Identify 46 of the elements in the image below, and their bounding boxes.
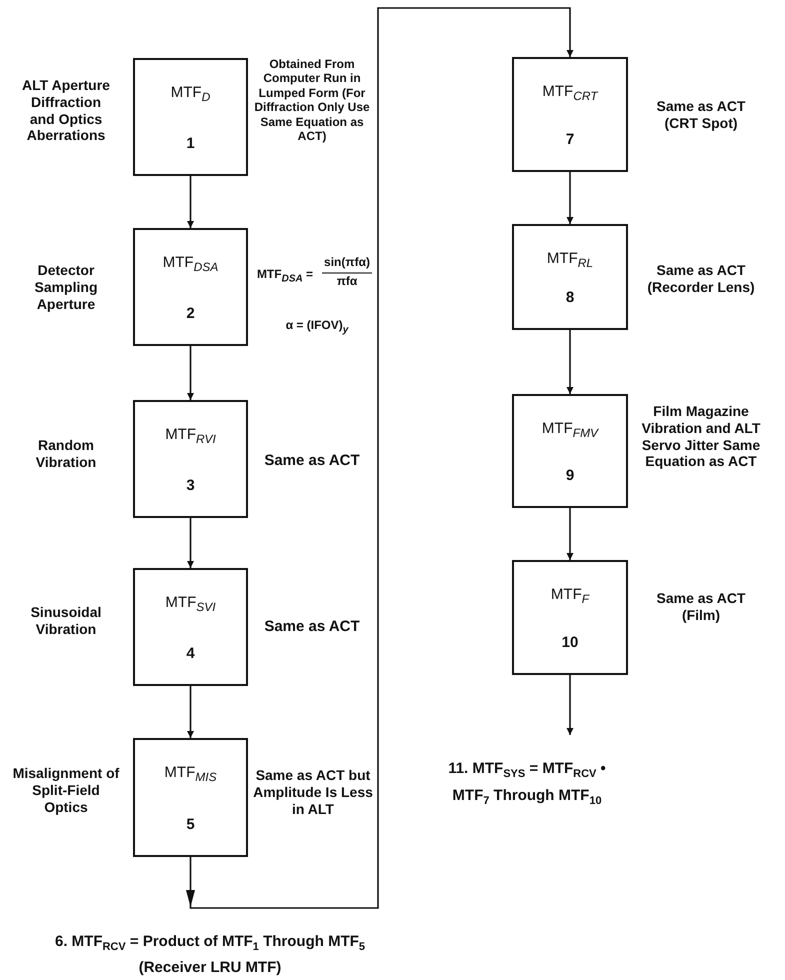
process-box (133, 400, 248, 518)
annotation-text: Same as ACT (CRT Spot) (656, 98, 746, 132)
step-number: 4 (185, 645, 196, 662)
mtf-label: MTF$_{DSA}$ (162, 254, 220, 274)
equation-text: 6. MTF$_{RCV}$ = Product of MTF$_{1}$ Through MTF$_{5}$ (Receiver LRU MTF) (54, 932, 366, 978)
process-box (512, 560, 628, 675)
step-number: 10 (560, 634, 580, 651)
annotation-text: πfα (336, 274, 358, 288)
annotation-text: Film Magazine Vibration and ALT Servo Jitter Same Equation as ACT (641, 403, 761, 470)
annotation-text: sin(πfα) (323, 255, 371, 270)
step-number: 8 (564, 289, 576, 306)
mtf-label: MTF$_{RL}$ (546, 250, 594, 270)
annotation-text: Misalignment of Split-Field Optics (12, 765, 120, 816)
annotation-text: Same as ACT (Film) (656, 590, 746, 624)
annotation-text: α = (IFOV)$_{y}$ (284, 318, 350, 336)
annotation-text: Random Vibration (34, 437, 98, 471)
step-number: 5 (185, 816, 196, 833)
annotation-text: Same as ACT (Recorder Lens) (646, 262, 756, 296)
process-box (512, 57, 628, 172)
annotation-text: Detector Sampling Aperture (33, 262, 98, 312)
process-box (133, 568, 248, 686)
process-box (133, 58, 248, 176)
process-box (133, 228, 248, 346)
equation-text: 11. MTF$_{SYS}$ = MTF$_{RCV}$ • MTF$_{7}$ Through MTF$_{10}$ (432, 735, 622, 805)
mtf-label: MTF$_{CRT}$ (541, 83, 600, 103)
annotation-text: Same as ACT (263, 452, 361, 470)
step-number: 2 (185, 305, 196, 322)
mtf-label: MTF$_{MIS}$ (163, 764, 218, 784)
step-number: 1 (185, 135, 196, 152)
step-number: 3 (185, 477, 196, 494)
mtf-label: MTF$_{F}$ (550, 586, 590, 606)
process-box (512, 224, 628, 330)
annotation-text: Obtained From Computer Run in Lumped Form (For Diffraction Only Use Same Equation as ACT) (253, 57, 371, 144)
annotation-text: Same as ACT (263, 618, 361, 636)
annotation-text: MTF$_{DSA}$ = (256, 267, 314, 286)
mtf-label: MTF$_{FMV}$ (540, 420, 600, 440)
step-number: 7 (564, 131, 576, 148)
mtf-label: MTF$_{SVI}$ (164, 594, 217, 614)
annotation-text: ALT Aperture Diffraction and Optics Aberrations (21, 77, 111, 144)
mtf-label: MTF$_{RVI}$ (164, 426, 217, 446)
mtf-label: MTF$_{D}$ (170, 84, 212, 104)
annotation-text: Sinusoidal Vibration (30, 604, 102, 638)
step-number: 9 (564, 467, 576, 484)
annotation-text: Same as ACT but Amplitude Is Less in ALT (252, 767, 374, 818)
process-box (133, 738, 248, 857)
process-box (512, 394, 628, 508)
